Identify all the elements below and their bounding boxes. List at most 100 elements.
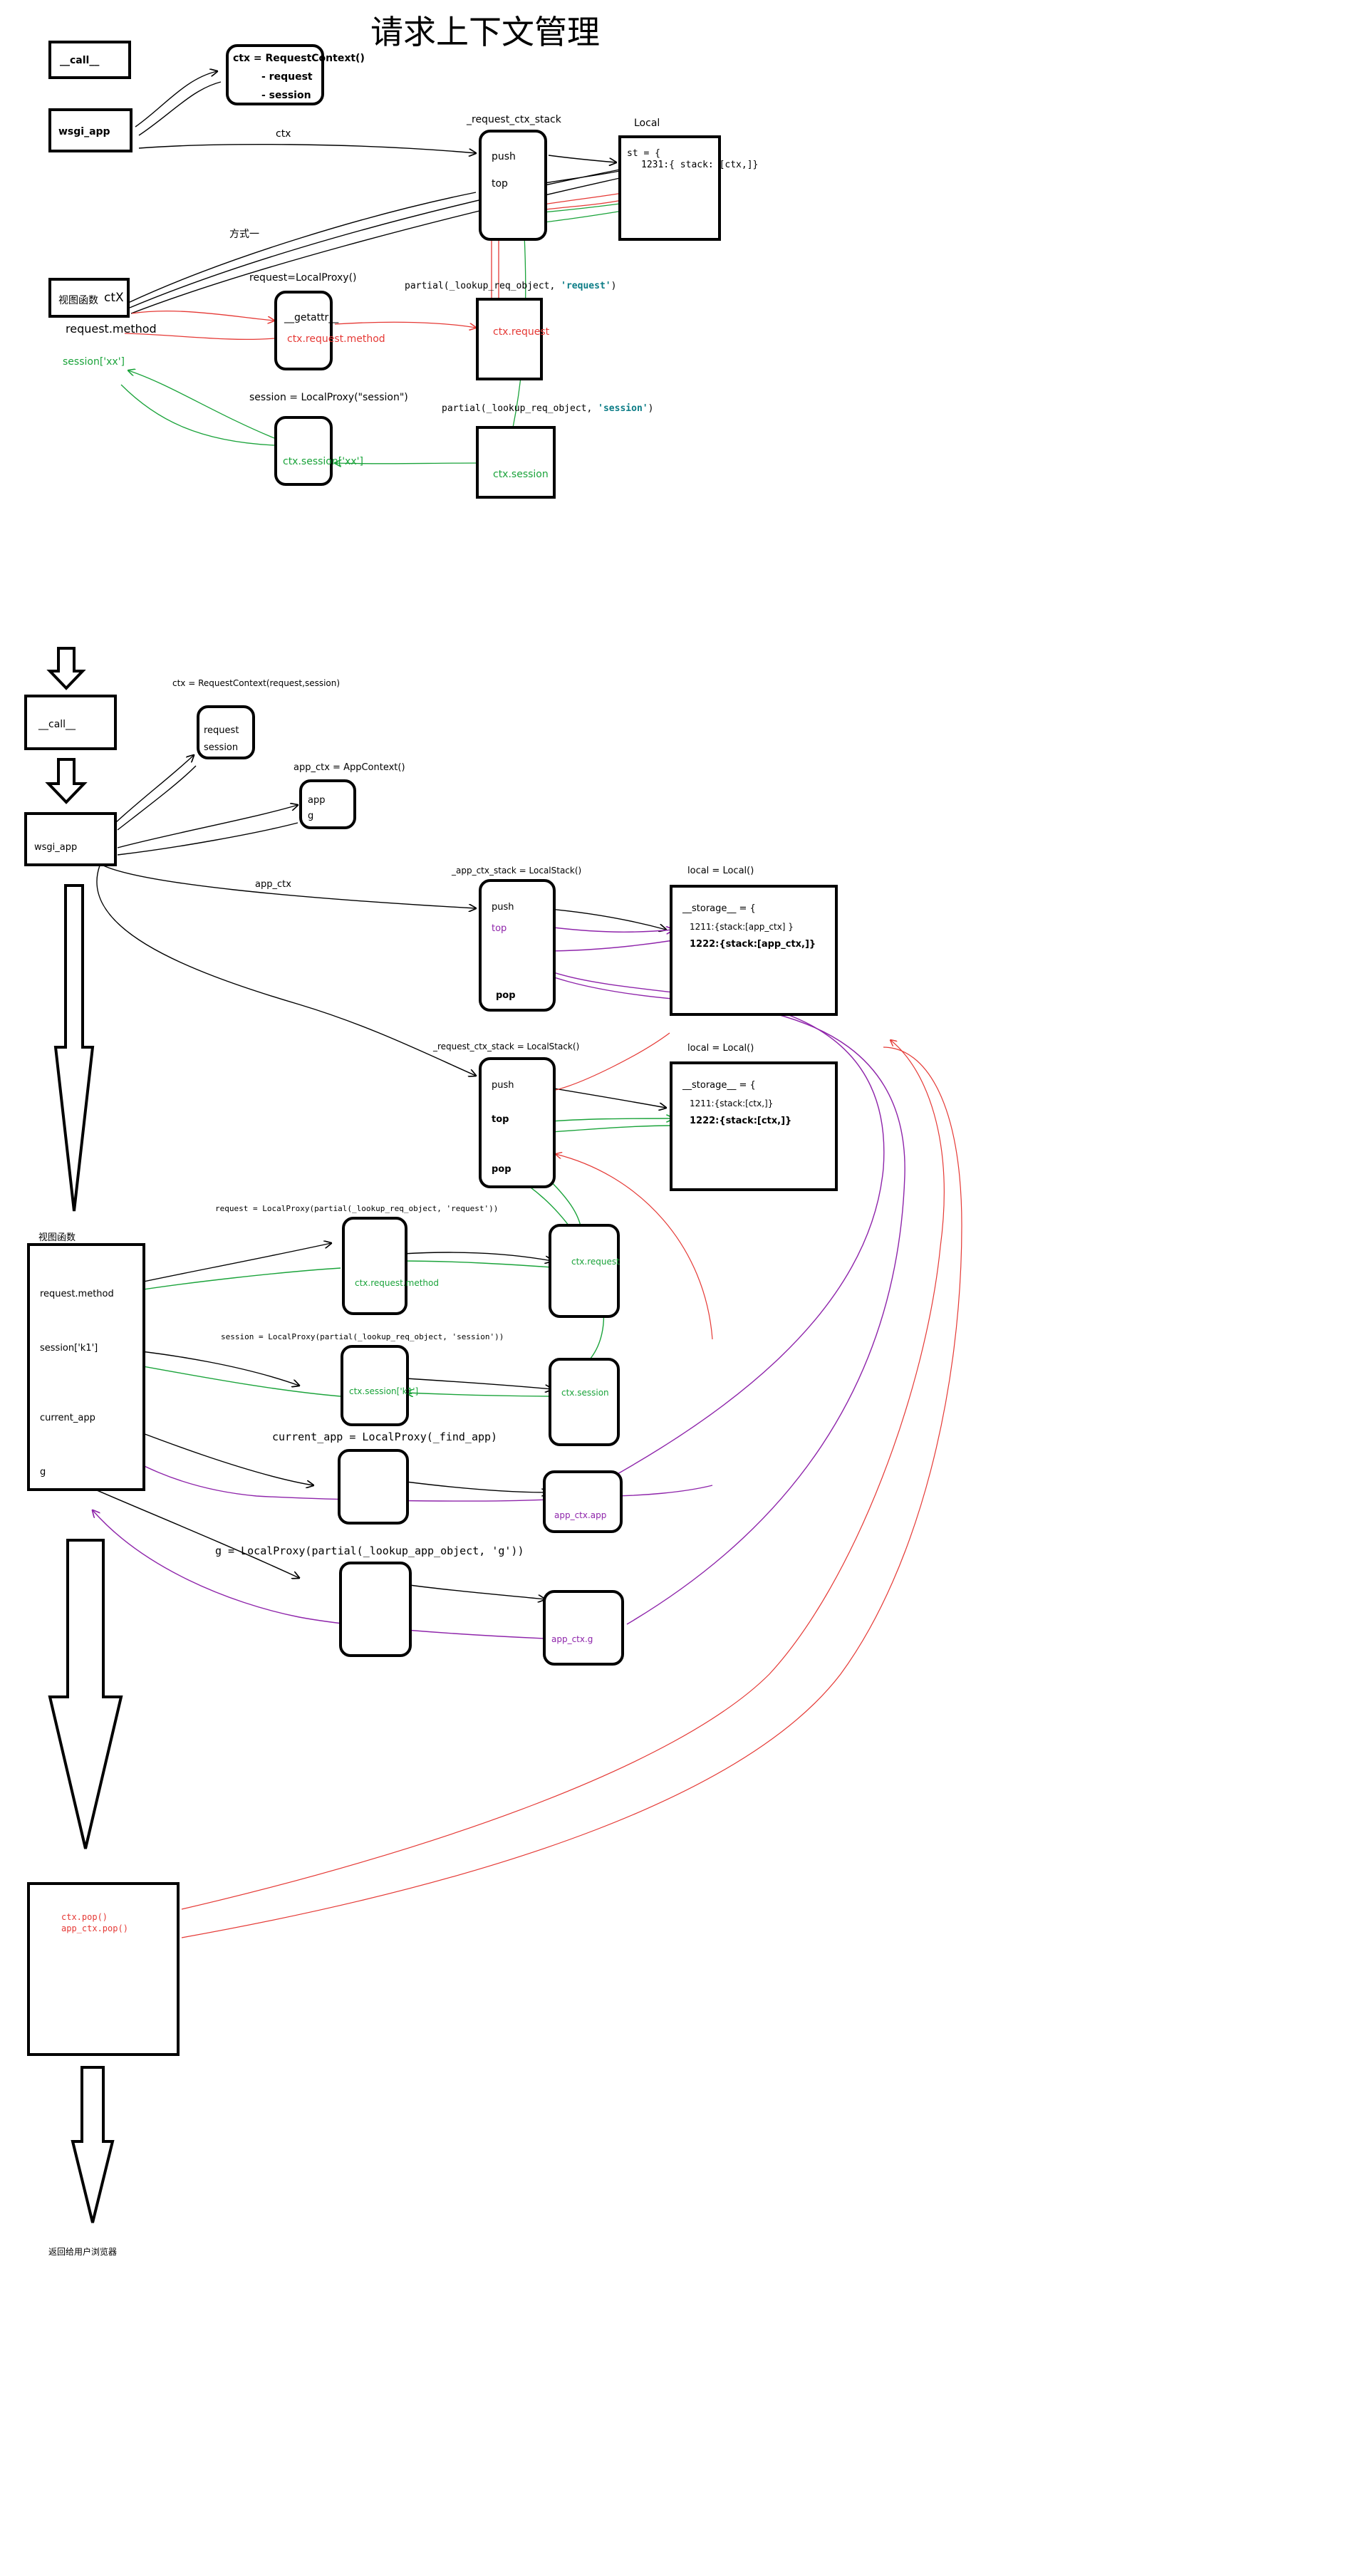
- arrow-wsgi2-to-appctx: [117, 805, 298, 848]
- view-func-box: 视图函数 ctX: [48, 278, 130, 318]
- down-arrow-5: [71, 2066, 115, 2223]
- red-view-to-getattr: [131, 311, 274, 321]
- request-ctx-stack-label: _request_ctx_stack: [467, 114, 561, 125]
- local-2-line-2: 1222:{stack:[ctx,]}: [690, 1116, 792, 1126]
- local-1-line-1: 1211:{stack:[app_ctx] }: [690, 922, 794, 932]
- request-proxy-box-2: ctx.request.method: [342, 1217, 439, 1315]
- local-2-line-1: 1211:{stack:[ctx,]}: [690, 1099, 774, 1108]
- app-context-box: app g: [299, 779, 356, 829]
- call-box-2: __call__: [24, 695, 117, 750]
- purple-appstack-to-local: [541, 925, 673, 932]
- app-ctx-arrow-label: app_ctx: [255, 879, 291, 890]
- request-proxy-label: request=LocalProxy(): [249, 272, 357, 284]
- local-1-line-0: __storage__ = {: [682, 903, 756, 914]
- view-item-session-k1: session['k1']: [40, 1343, 98, 1354]
- view-func-suffix: ctX: [104, 291, 124, 305]
- app-ctx-app-label: app_ctx.app: [554, 1510, 607, 1520]
- call-label-2: __call__: [38, 719, 76, 730]
- ctx-request-method-label: ctx.request.method: [287, 333, 385, 345]
- arrow-reqproxy-to-ctx: [402, 1252, 552, 1261]
- req-stack-push: push: [492, 1080, 514, 1091]
- return-to-browser-label: 返回给用户浏览器: [48, 2247, 118, 2257]
- green-top-to-local: [541, 1118, 673, 1123]
- session-proxy-label: session = LocalProxy("session"): [249, 392, 408, 403]
- app-stack-pop: pop: [496, 990, 516, 1001]
- wsgi-app-label: wsgi_app: [58, 126, 110, 137]
- partial-request-suffix: ): [611, 281, 617, 291]
- app-stack-top: top: [492, 923, 507, 934]
- purple-appstack-from-local: [541, 940, 674, 952]
- app-context-item-1: g: [308, 811, 314, 821]
- arrow-currentapp-to-appctx: [405, 1481, 549, 1492]
- session-xx-label: session['xx']: [63, 356, 125, 368]
- down-arrow-2: [45, 758, 88, 804]
- red-getattr-to-partial: [334, 321, 476, 328]
- ctx-session-label: ctx.session: [493, 469, 549, 480]
- g-proxy-box: [339, 1562, 412, 1657]
- current-app-proxy-box: [338, 1449, 409, 1525]
- app-ctx-stack-box: push top pop: [479, 879, 556, 1012]
- request-context-item-0: request: [204, 725, 239, 736]
- top-label: top: [492, 178, 508, 189]
- green-ctxreq-back: [399, 1261, 564, 1269]
- app-ctx-app-box: app_ctx.app: [543, 1470, 623, 1533]
- ctx-session-xx-label: ctx.session['xx']: [283, 456, 363, 467]
- app-stack-push: push: [492, 902, 514, 913]
- app-ctx-g-box: app_ctx.g: [543, 1590, 624, 1666]
- current-app-proxy-def: current_app = LocalProxy(_find_app): [272, 1430, 498, 1443]
- partial-session-label: partial(_lookup_req_object, 'session'): [442, 403, 653, 415]
- app-context-label: app_ctx = AppContext(): [294, 762, 405, 773]
- local-2-label: local = Local(): [687, 1043, 754, 1054]
- view-item-current-app: current_app: [40, 1413, 95, 1423]
- view-item-g: g: [40, 1467, 46, 1477]
- partial-session-arg: 'session': [598, 403, 648, 414]
- ctx-box-line-2: - session: [261, 90, 311, 101]
- ctx-arrow-label: ctx: [276, 128, 291, 140]
- local-1-label: local = Local(): [687, 866, 754, 876]
- local-box: st = { 1231:{ stack: [ctx,]}: [618, 135, 758, 241]
- req-stack-top: top: [492, 1114, 509, 1125]
- wsgi-app-label-2: wsgi_app: [34, 842, 78, 853]
- arrow-wsgi2-to-appctx-2: [117, 822, 298, 856]
- ctx-request-box: ctx.request: [549, 1224, 620, 1318]
- pop-line-0: ctx.pop(): [61, 1912, 108, 1922]
- mode-one-label: 方式一: [229, 229, 259, 240]
- req-stack-pop: pop: [492, 1164, 511, 1175]
- local-label: Local: [634, 118, 660, 129]
- local-2-box: __storage__ = { 1211:{stack:[ctx,]} 1222…: [670, 1061, 838, 1191]
- green-ctxreq-to-view: [121, 1267, 341, 1293]
- arrow-appstack-push: [541, 908, 666, 930]
- request-context-item-1: session: [204, 742, 239, 753]
- view-func-label: 视图函数: [58, 295, 98, 306]
- ctx-box-line-0: ctx = RequestContext(): [233, 53, 365, 64]
- view-item-request-method: request.method: [40, 1289, 114, 1299]
- push-label: push: [492, 151, 516, 162]
- wsgi-app-box: wsgi_app: [48, 108, 133, 152]
- app-ctx-stack-label: _app_ctx_stack = LocalStack(): [452, 866, 582, 876]
- down-arrow-3: [53, 884, 95, 1212]
- request-method-label: request.method: [66, 322, 157, 336]
- app-ctx-g-label: app_ctx.g: [551, 1634, 593, 1644]
- green-ctxsess-back: [406, 1393, 564, 1396]
- arrow-view-to-g: [85, 1485, 299, 1578]
- page-title: 请求上下文管理: [370, 13, 600, 51]
- request-ctx-stack-box-2: push top pop: [479, 1057, 556, 1188]
- arrow-wsgi2-to-ctx-2: [117, 765, 197, 831]
- g-proxy-def: g = LocalProxy(partial(_lookup_app_objec…: [215, 1544, 524, 1557]
- call-box: __call__: [48, 41, 131, 79]
- ctx-session-label-2: ctx.session: [561, 1388, 609, 1398]
- session-proxy-box-2: ctx.session['k1']: [341, 1345, 418, 1426]
- partial-request-label: partial(_lookup_req_object, 'request'): [405, 281, 616, 292]
- getattr-label: __getattr__: [284, 312, 339, 323]
- green-sess-to-view: [128, 370, 275, 439]
- arrow-wsgi-to-push: [138, 143, 476, 153]
- request-context-box: request session: [197, 705, 255, 759]
- session-proxy-def: session = LocalProxy(partial(_lookup_req…: [221, 1332, 504, 1341]
- request-ctx-stack-label-2: _request_ctx_stack = LocalStack(): [433, 1042, 580, 1051]
- down-arrow-1: [46, 647, 86, 690]
- local-line-1: 1231:{ stack: [ctx,]}: [641, 160, 759, 170]
- ctx-session-k1: ctx.session['k1']: [349, 1386, 419, 1396]
- partial-request-prefix: partial(_lookup_req_object,: [405, 281, 561, 291]
- arrow-wsgi2-to-ctx: [115, 755, 194, 824]
